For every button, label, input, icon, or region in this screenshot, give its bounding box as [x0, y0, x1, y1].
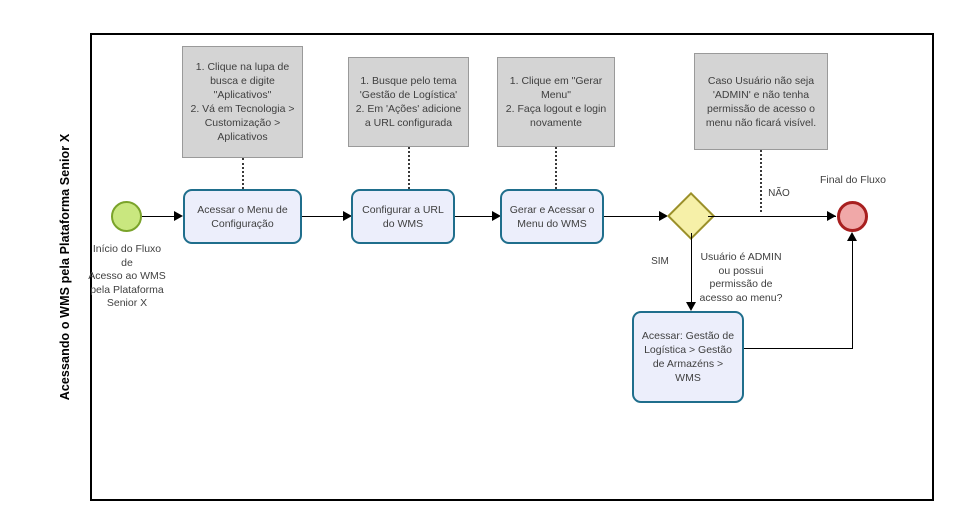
association-annotation-gerar-menu [555, 147, 557, 189]
flow-task2-to-task3-arrow [492, 211, 501, 221]
annotation-gerar-menu: 1. Clique em "Gerar Menu" 2. Faça logout… [497, 57, 615, 147]
task-gerar-acessar-menu-wms[interactable]: Gerar e Acessar o Menu do WMS [500, 189, 604, 244]
task-configurar-url-wms[interactable]: Configurar a URL do WMS [351, 189, 455, 244]
flow-task4-to-end-vertical [852, 240, 853, 349]
annotation-gestao-logistica: 1. Busque pelo tema 'Gestão de Logística… [348, 57, 469, 147]
association-annotation-gestao-logistica [408, 147, 410, 189]
flow-start-to-task1-arrow [174, 211, 183, 221]
start-event-label: Início do Fluxo de Acesso ao WMS pela Pl… [88, 243, 166, 309]
flow-task3-to-gateway-arrow [659, 211, 668, 221]
flow-label-sim: SIM [651, 256, 669, 267]
flow-task1-to-task2-arrow [343, 211, 352, 221]
annotation-aplicativos: 1. Clique na lupa de busca e digite "Apl… [182, 46, 303, 158]
flow-task3-to-gateway [604, 216, 665, 217]
pool-title: Acessando o WMS pela Plataforma Senior X [58, 133, 72, 401]
pool-header: Acessando o WMS pela Plataforma Senior X [38, 33, 92, 501]
task-acessar-gestao-logistica[interactable]: Acessar: Gestão de Logística > Gestão de… [632, 311, 744, 403]
flow-task2-to-task3 [455, 216, 495, 217]
flow-task4-to-end-arrow [847, 232, 857, 241]
flow-label-nao: NÃO [768, 188, 790, 199]
gateway-label: Usuário é ADMIN ou possui permissão de a… [699, 251, 783, 304]
task-acessar-menu-configuracao[interactable]: Acessar o Menu de Configuração [183, 189, 302, 244]
annotation-permissao-admin: Caso Usuário não seja 'ADMIN' e não tenh… [694, 53, 828, 150]
end-event-label: Final do Fluxo [820, 174, 886, 186]
flow-task4-to-end-horizontal [744, 348, 853, 349]
start-event[interactable] [111, 201, 142, 232]
end-event[interactable] [837, 201, 868, 232]
association-annotation-permissao-admin [760, 150, 762, 212]
association-annotation-aplicativos [242, 158, 244, 189]
flow-task1-to-task2 [302, 216, 346, 217]
flow-gateway-no-to-end [708, 216, 836, 217]
flow-gateway-no-arrow [827, 211, 836, 221]
flow-gateway-yes-arrow [686, 302, 696, 311]
flow-start-to-task1 [142, 216, 177, 217]
flow-gateway-yes-to-task4 [691, 233, 692, 305]
